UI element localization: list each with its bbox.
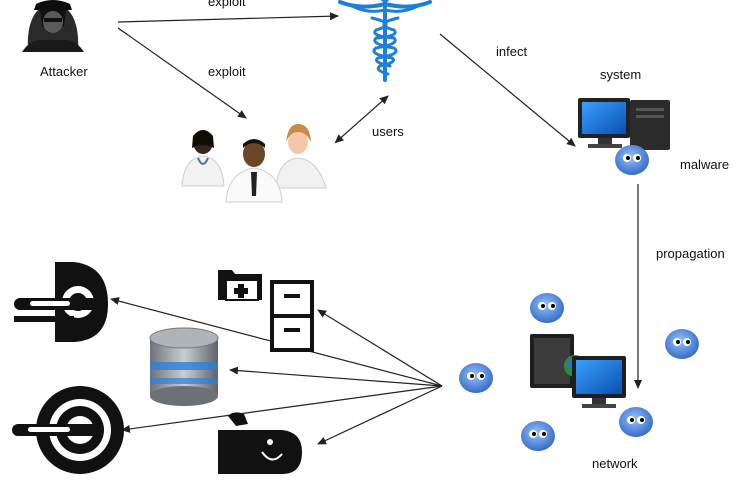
malware-label: malware [680,157,730,172]
network-label: network [592,456,638,471]
target-arrow-device [317,385,443,445]
mri-scanner-icon [12,386,124,474]
system-label: system [600,67,642,82]
users-arrow [334,95,389,144]
malware-blob-icon [615,145,649,175]
network-malware-blobs [459,293,699,451]
hooded-hacker-icon [22,0,84,52]
database-icon [149,327,219,406]
desktop-computer-icon [578,98,670,150]
attacker-label: Attacker [40,64,88,79]
target-arrow-mri [121,385,443,433]
target-arrow-records [317,309,443,387]
networked-computers-icon [530,334,626,408]
exploit-arrow-top [117,12,339,23]
exploit-label-users: exploit [208,64,246,79]
propagation-label: propagation [656,246,725,261]
exploit-label-top: exploit [208,0,246,9]
target-arrow-database [229,366,443,387]
medical-staff-icon [181,124,327,203]
ct-scanner-icon [14,262,108,342]
exploit-arrow-users [117,27,247,119]
caduceus-icon [338,0,432,82]
medical-records-icon [218,270,314,352]
users-label: users [372,124,404,139]
infect-arrow [439,33,576,147]
medical-device-icon [218,412,302,474]
infect-label: infect [496,44,528,59]
